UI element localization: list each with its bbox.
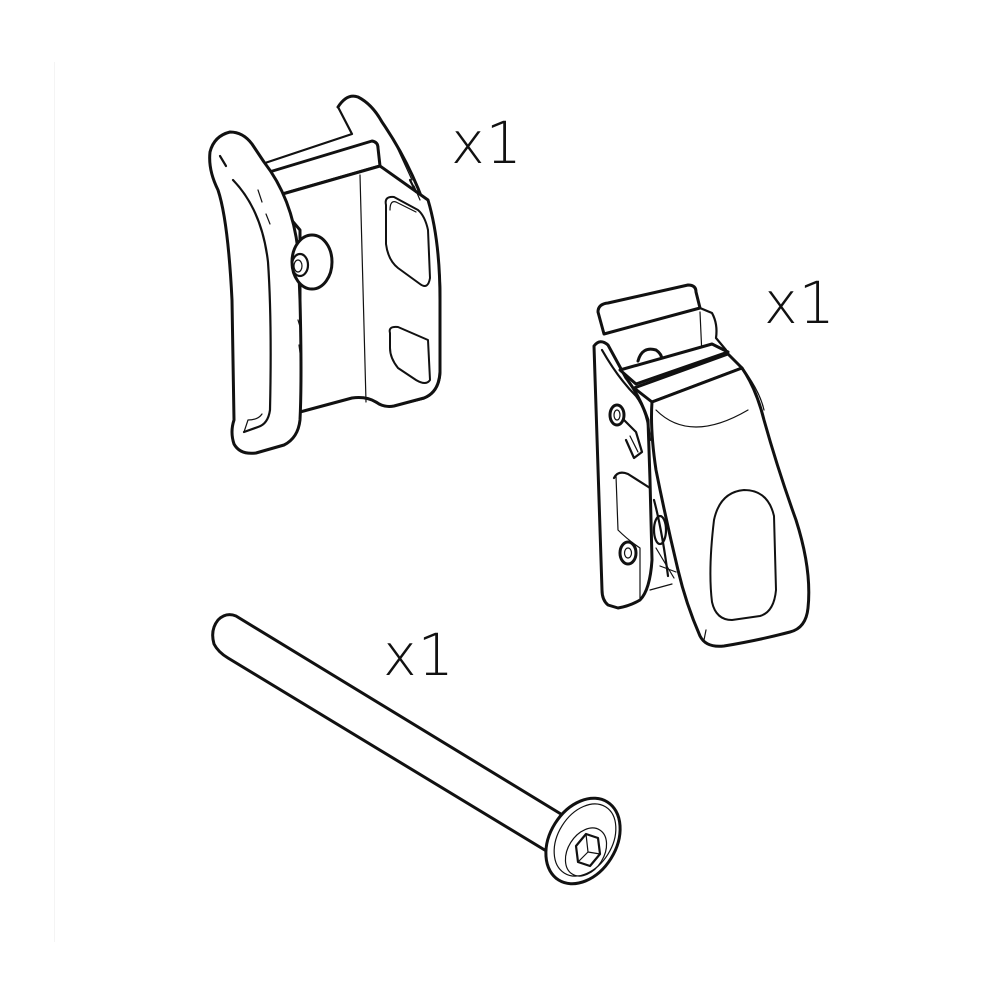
bolt-quantity-label: x1 <box>383 621 455 689</box>
bracket-quantity-label: x1 <box>451 109 523 177</box>
bracket-part-illustration <box>208 94 442 455</box>
buckle-quantity-label: x1 <box>764 269 836 337</box>
page-edge-mark <box>54 62 55 942</box>
bolt-part-illustration <box>211 613 622 886</box>
buckle-part-illustration <box>592 283 811 648</box>
